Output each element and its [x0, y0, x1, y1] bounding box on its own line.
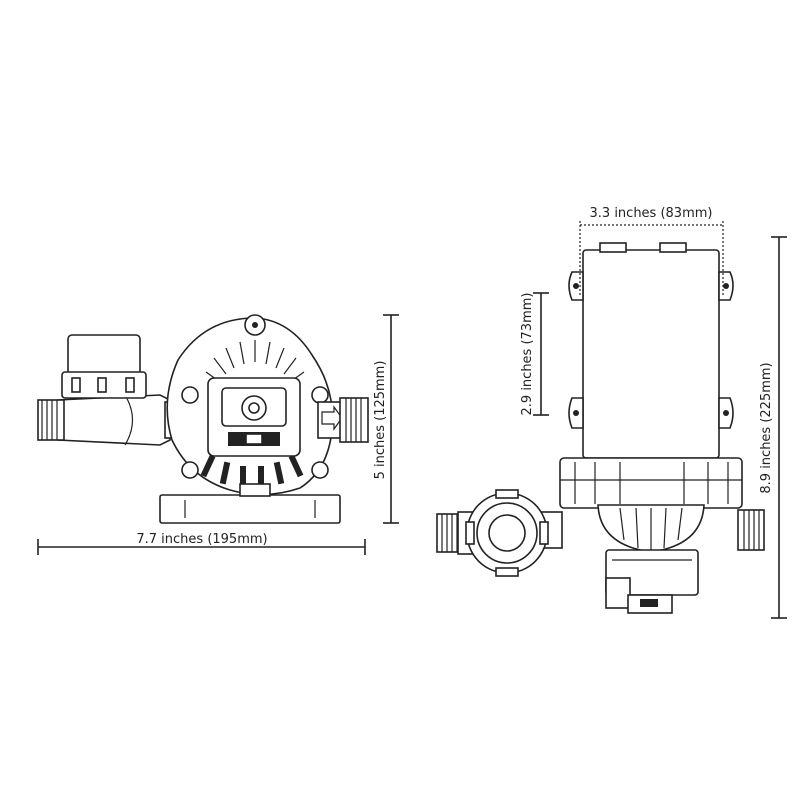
front-view-pump	[37, 314, 369, 524]
total-height-dimension	[771, 236, 787, 619]
side-view-pump	[436, 242, 765, 614]
depth-dimension	[579, 221, 724, 295]
motor-height-label: 2.9 inches (73mm)	[520, 293, 535, 416]
width-label: 7.7 inches (195mm)	[136, 532, 267, 547]
total-height-label: 8.9 inches (225mm)	[759, 362, 774, 493]
height-label: 5 inches (125mm)	[373, 361, 388, 480]
width-dimension	[37, 539, 366, 555]
motor-height-dimension	[533, 292, 549, 416]
height-dimension	[383, 314, 399, 524]
depth-label: 3.3 inches (83mm)	[590, 206, 713, 221]
